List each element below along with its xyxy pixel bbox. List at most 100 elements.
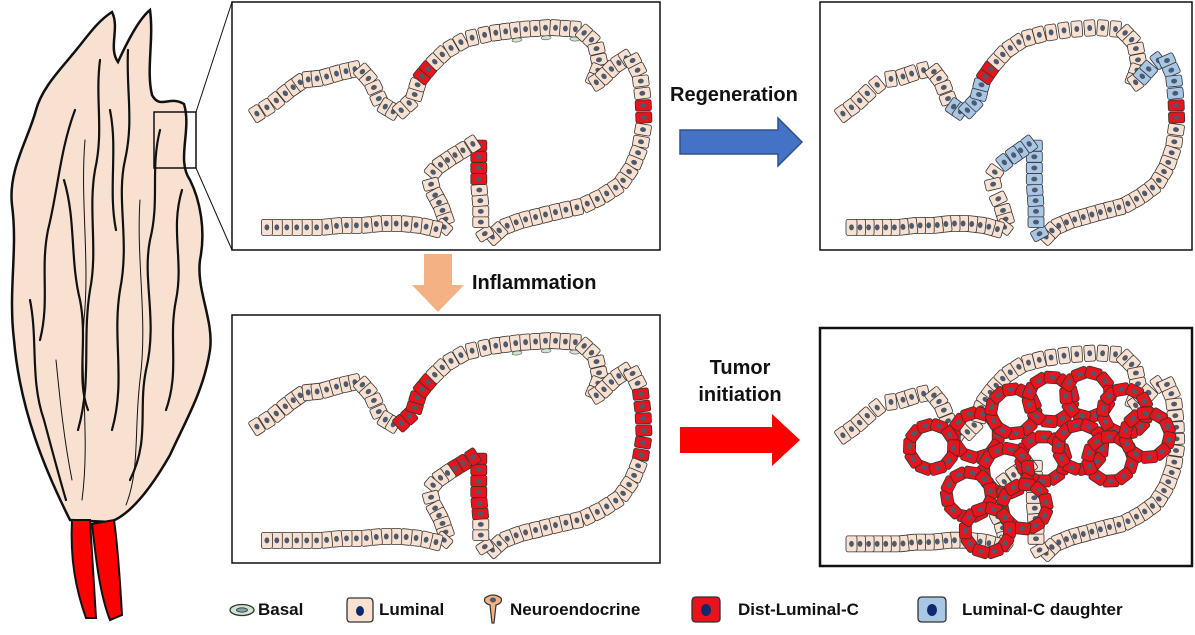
gland-cell — [628, 374, 647, 392]
gland-cell — [330, 530, 343, 548]
tumor-cell — [1081, 457, 1098, 476]
gland-cell — [1027, 216, 1045, 229]
gland-cell — [1030, 225, 1049, 243]
gland-cell — [1010, 357, 1028, 377]
gland-cell — [1027, 205, 1045, 218]
gland-cell — [399, 215, 413, 233]
gland-cell — [634, 122, 652, 137]
tumor-cell — [1026, 516, 1046, 535]
gland-cell — [1166, 86, 1185, 100]
tumor-cell — [985, 543, 1004, 560]
inflammation-arrow — [412, 254, 464, 312]
gland-cell — [1083, 19, 1097, 37]
regeneration-label: Regeneration — [670, 84, 798, 106]
gland-cell — [850, 413, 869, 432]
gland-cell — [868, 75, 887, 95]
gland-cell — [528, 207, 543, 227]
gland-cell — [310, 532, 323, 549]
gland-cell — [472, 205, 490, 218]
gland-cell — [364, 79, 384, 96]
gland-cell — [248, 417, 266, 436]
gland-cell — [579, 507, 596, 526]
gland-cell — [834, 104, 852, 123]
gland-cell — [633, 86, 652, 100]
gland-cell — [958, 422, 977, 442]
gland-cell — [489, 23, 503, 42]
basal-cell-icon — [229, 603, 255, 617]
gland-cell — [1070, 345, 1084, 363]
gland-cell — [464, 447, 482, 467]
gland-cell — [1011, 140, 1030, 160]
gland-cell — [390, 215, 403, 232]
gland-cell — [380, 215, 393, 232]
gland-cell — [1044, 23, 1058, 42]
gland-cell — [1004, 145, 1023, 165]
gland-cell — [290, 218, 303, 236]
gland-cell — [519, 333, 532, 351]
gland-cell — [421, 176, 441, 192]
gland-cell — [470, 162, 488, 174]
gland-cell — [464, 341, 480, 360]
gland-cell — [509, 334, 523, 356]
gland-cell — [425, 186, 445, 204]
luminal-c-daughter-cell-icon — [917, 596, 947, 623]
tumor-initiation-label: Tumor initiation — [660, 355, 820, 409]
gland-cell — [587, 354, 606, 369]
gland-cell — [628, 61, 647, 79]
panel-regeneration — [819, 1, 1193, 251]
gland-cell — [1057, 346, 1071, 365]
legend-label-dist-luminal-c: Dist-Luminal-C — [738, 600, 859, 619]
tumor-cell — [1066, 418, 1085, 434]
gland-cell — [1096, 344, 1109, 362]
gland-cell — [1026, 194, 1045, 208]
gland-cell — [575, 23, 594, 43]
gland-cell — [868, 398, 887, 417]
gland-cell — [475, 538, 495, 556]
gland-cell — [634, 412, 652, 425]
gland-cell — [267, 91, 286, 110]
gland-cell — [1030, 541, 1049, 559]
gland-cell — [260, 218, 273, 236]
gland-cell — [464, 28, 480, 47]
gland-cell — [421, 489, 441, 505]
gland-cell — [635, 111, 653, 124]
gland-cell — [446, 145, 464, 165]
gland-cell — [431, 468, 450, 488]
legend-label-basal: Basal — [258, 600, 304, 619]
gland-cell — [1026, 183, 1044, 197]
gland-cell — [470, 475, 488, 487]
gland-cell — [995, 153, 1014, 172]
gland-cell — [587, 72, 605, 92]
gland-cell — [633, 399, 652, 413]
gland-cell — [582, 343, 601, 362]
gland-cell — [470, 183, 488, 197]
gland-cell — [464, 134, 482, 154]
gland-cell — [1070, 20, 1084, 38]
gland-cell — [1161, 385, 1181, 402]
gland-cell — [267, 404, 286, 423]
gland-cell — [934, 402, 954, 418]
gland-cell — [1057, 21, 1071, 40]
gland-cell — [934, 79, 954, 96]
gland-cell — [359, 216, 373, 234]
gland-cell — [845, 218, 858, 236]
gland-cell — [452, 345, 470, 365]
gland-cell — [442, 351, 460, 371]
tumor-cell — [928, 460, 947, 476]
gland-cell — [350, 216, 363, 234]
gland-cell — [475, 225, 495, 243]
gland-cell — [258, 97, 276, 117]
gland-cell — [280, 532, 293, 549]
gland-cell — [470, 496, 488, 510]
gland-cell — [418, 60, 438, 78]
gland-cell — [569, 511, 585, 530]
legend-label-luminal-c-daughter: Luminal-C daughter — [962, 600, 1123, 619]
luminal-cell-icon — [346, 597, 374, 623]
tumor-cell — [1013, 521, 1032, 536]
gland-cell — [477, 25, 492, 44]
gland-cell — [548, 203, 563, 222]
gland-cell — [300, 532, 313, 549]
gland-cell — [477, 338, 492, 357]
gland-cell — [569, 198, 585, 217]
gland-cell — [1025, 173, 1043, 186]
